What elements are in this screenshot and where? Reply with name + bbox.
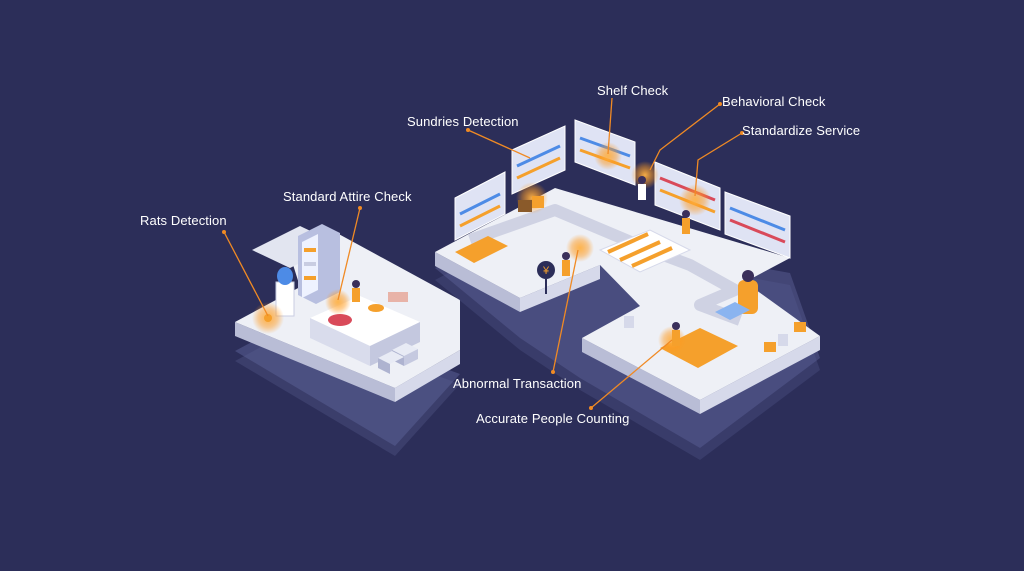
- box-icon: [516, 182, 548, 214]
- kitchen-platform: [235, 224, 460, 456]
- standard-attire-check-label: Standard Attire Check: [283, 189, 412, 204]
- coin-icon: ¥: [537, 261, 555, 294]
- welcome-mat: [660, 328, 738, 368]
- rats-detection-label: Rats Detection: [140, 213, 227, 228]
- leader-lines: [223, 97, 743, 409]
- sundries-detection-label: Sundries Detection: [407, 114, 519, 129]
- shelf-check-label: Shelf Check: [597, 83, 669, 98]
- attire-glow: [325, 289, 351, 315]
- accurate-people-counting-label: Accurate People Counting: [476, 411, 630, 426]
- store-platform: ¥: [435, 119, 820, 460]
- fridge: [298, 224, 340, 304]
- person-icon: [562, 176, 690, 346]
- storage-boxes: [378, 343, 418, 374]
- standardize-service-label: Standardize Service: [742, 123, 861, 138]
- abnormal-transaction-label: Abnormal Transaction: [453, 376, 582, 391]
- behavioral-check-label: Behavioral Check: [722, 94, 826, 109]
- water-dispenser: [275, 267, 295, 317]
- chef-icon: [352, 280, 360, 302]
- exit-mat: [455, 236, 508, 263]
- svg-text:¥: ¥: [542, 265, 550, 277]
- counter-icon: [715, 270, 758, 320]
- leader-dots: [222, 102, 744, 410]
